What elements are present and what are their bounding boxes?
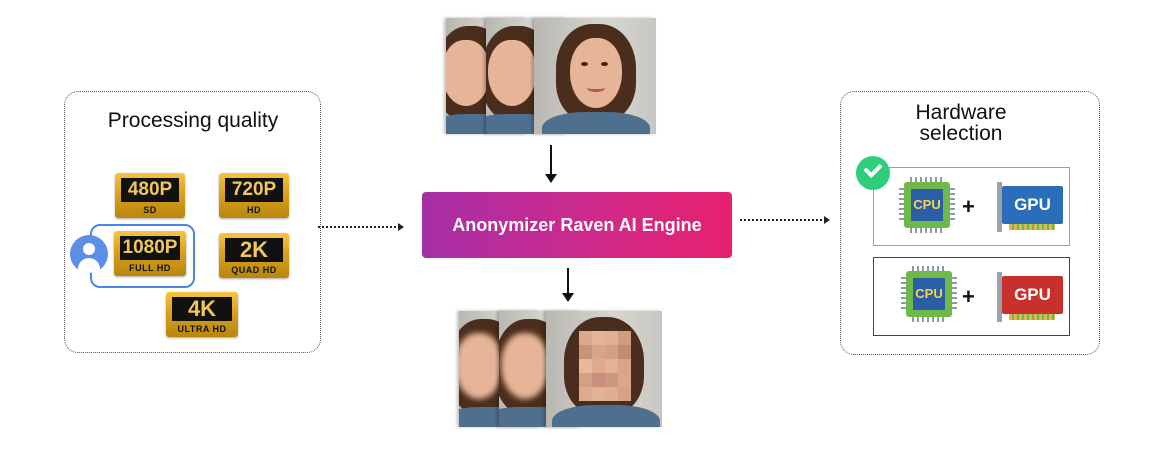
pixelated-face [579, 331, 631, 401]
check-circle-icon [856, 156, 890, 190]
hardware-selection-title: Hardware selection [915, 101, 1007, 145]
flow-arrow-engine-to-hardware [740, 216, 830, 224]
quality-option-480p[interactable]: 480P SD [115, 173, 185, 218]
badge-sublabel: FULL HD [129, 263, 171, 273]
badge-label: 1080P [120, 236, 180, 260]
quality-option-2k[interactable]: 2K QUAD HD [219, 233, 289, 278]
cpu-label: CPU [913, 278, 945, 310]
badge-sublabel: SD [143, 205, 157, 215]
quality-option-4k[interactable]: 4K ULTRA HD [166, 292, 238, 337]
input-photo-front [534, 18, 656, 134]
flow-arrow-quality-to-engine [318, 223, 404, 231]
gpu-icon: GPU [997, 272, 1063, 322]
badge-sublabel: QUAD HD [231, 265, 277, 275]
output-photo-front [546, 311, 662, 427]
quality-option-720p[interactable]: 720P HD [219, 173, 289, 218]
cpu-label: CPU [911, 189, 943, 221]
flow-arrow-engine-to-output [562, 268, 574, 302]
gpu-label: GPU [1002, 186, 1063, 224]
badge-label: 480P [121, 178, 179, 202]
processing-quality-title: Processing quality [107, 109, 279, 132]
user-avatar-icon [70, 235, 108, 273]
badge-sublabel: HD [247, 205, 261, 215]
plus-sign: + [962, 284, 975, 309]
badge-label: 2K [225, 238, 283, 262]
plus-sign: + [962, 194, 975, 219]
gpu-icon: GPU [997, 182, 1063, 232]
badge-sublabel: ULTRA HD [177, 324, 227, 334]
gpu-label: GPU [1002, 276, 1063, 314]
badge-label: 4K [172, 297, 232, 321]
cpu-icon: CPU [899, 177, 955, 233]
flow-arrow-input-to-engine [545, 145, 557, 183]
badge-label: 720P [225, 178, 283, 202]
anonymizer-engine-box: Anonymizer Raven AI Engine [422, 192, 732, 258]
quality-option-1080p[interactable]: 1080P FULL HD [114, 231, 186, 276]
cpu-icon: CPU [901, 266, 957, 322]
